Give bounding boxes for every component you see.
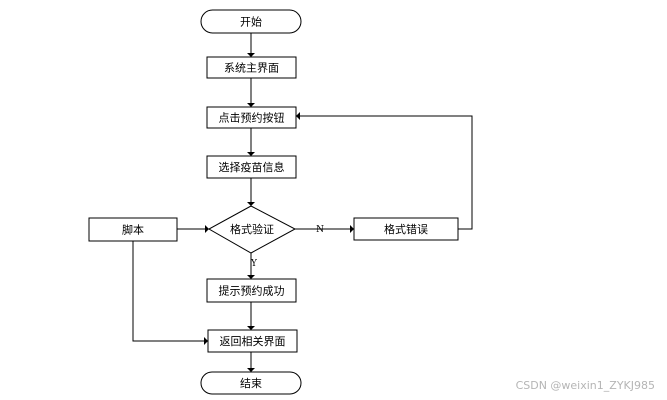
edges: [132, 33, 473, 372]
node-success: 提示预约成功: [206, 278, 297, 303]
arrow-head: [247, 275, 255, 279]
node-format-check-label: 格式验证: [230, 222, 274, 236]
arrow-head: [247, 152, 255, 156]
arrow-head: [205, 225, 209, 233]
node-script-label: 脚本: [122, 223, 144, 237]
edge-label-yes: Y: [250, 259, 258, 269]
node-return-ui: 返回相关界面: [207, 329, 298, 353]
process-shape: [88, 217, 178, 242]
node-script: 脚本: [88, 217, 178, 242]
node-main-ui: 系统主界面: [206, 56, 297, 79]
terminator-shape: [200, 371, 302, 395]
node-end-label: 结束: [240, 377, 262, 390]
edge-script-to-return: [132, 241, 204, 342]
node-click-book: 点击预约按钮: [206, 106, 297, 129]
process-shape: [206, 106, 297, 129]
node-main-ui-label: 系统主界面: [224, 62, 279, 75]
arrow-head: [247, 368, 255, 372]
node-start: 开始: [200, 9, 302, 34]
arrow-head: [247, 202, 255, 206]
process-shape: [206, 155, 297, 179]
node-end: 结束: [200, 371, 302, 395]
arrow-head: [247, 53, 255, 57]
node-start-label: 开始: [240, 15, 262, 29]
terminator-shape: [200, 9, 302, 34]
process-shape: [207, 329, 298, 353]
node-select-vaccine: 选择疫苗信息: [206, 155, 297, 179]
arrow-head: [350, 225, 354, 233]
node-return-ui-label: 返回相关界面: [220, 334, 286, 348]
arrow-head: [247, 103, 255, 107]
process-shape: [206, 278, 297, 303]
process-shape: [206, 56, 297, 79]
watermark: CSDN @weixin1_ZYKJ985: [515, 379, 655, 392]
edge-label-no: N: [316, 225, 324, 235]
process-shape: [353, 217, 459, 241]
node-format-error-label: 格式错误: [384, 222, 428, 236]
arrow-head: [247, 326, 255, 330]
edge-error-to-click: [300, 115, 473, 230]
node-format-error: 格式错误: [353, 217, 459, 241]
arrow-head: [204, 337, 208, 345]
decision-shape: [207, 205, 297, 254]
arrow-head: [296, 112, 300, 120]
node-click-book-label: 点击预约按钮: [219, 111, 285, 125]
node-success-label: 提示预约成功: [219, 285, 285, 298]
node-format-check: 格式验证: [207, 205, 297, 254]
node-select-vaccine-label: 选择疫苗信息: [219, 160, 285, 174]
